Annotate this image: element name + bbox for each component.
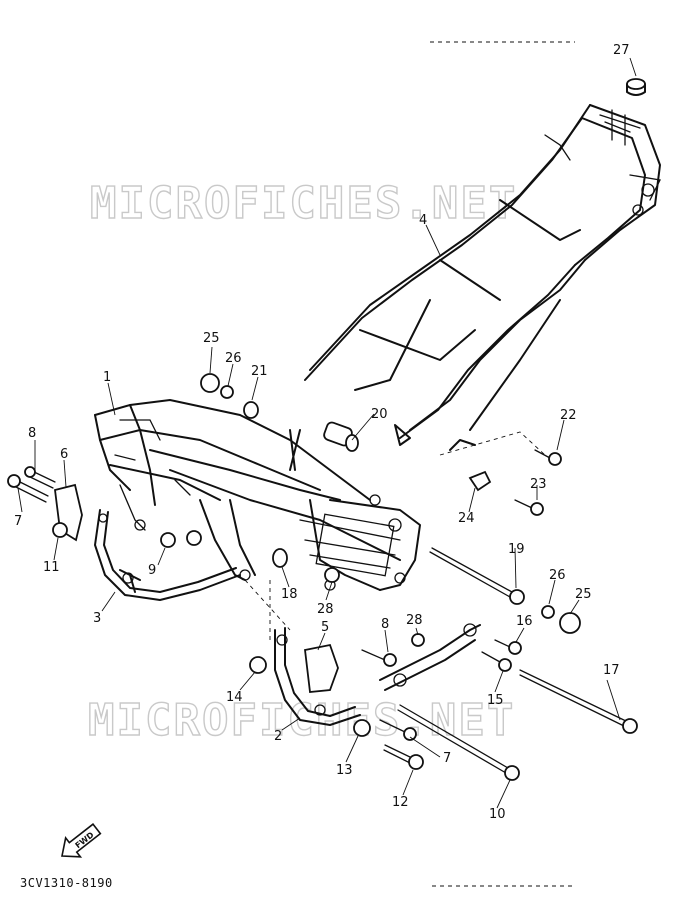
callout-20: 20 — [371, 407, 388, 422]
callout-15: 15 — [487, 693, 504, 708]
callout-28-right: 28 — [406, 613, 423, 628]
part-22-bolt — [534, 449, 562, 466]
callout-17: 17 — [603, 663, 620, 678]
part-20-bushing — [323, 421, 359, 452]
callout-18: 18 — [281, 587, 298, 602]
figure-code: 3CV1310-8190 — [20, 876, 113, 890]
callout-4: 4 — [419, 213, 427, 228]
part-11-nut — [52, 522, 68, 538]
part-9-nut-b — [186, 530, 202, 546]
callout-8-left: 8 — [28, 426, 36, 441]
callout-13: 13 — [336, 763, 353, 778]
part-4-rear-frame — [304, 104, 661, 451]
part-23-bolt — [514, 499, 544, 516]
callout-12: 12 — [392, 795, 409, 810]
callout-26-top: 26 — [225, 351, 242, 366]
callout-19: 19 — [508, 542, 525, 557]
part-5-plate — [304, 643, 339, 693]
part-27-cap — [626, 78, 646, 96]
callout-23: 23 — [530, 477, 547, 492]
part-25-damper-right — [559, 612, 581, 634]
callout-11: 11 — [43, 560, 60, 575]
callout-10: 10 — [489, 807, 506, 822]
part-8-bolt-right — [361, 649, 397, 667]
engine-mount-link — [379, 623, 481, 691]
callout-26-right: 26 — [549, 568, 566, 583]
part-12-bolt — [383, 744, 424, 770]
part-26-washer-top — [220, 385, 234, 399]
watermark-top: MICROFICHES.NET — [90, 178, 517, 229]
callout-21: 21 — [251, 364, 268, 379]
part-18-collar — [272, 548, 288, 568]
callout-25-top: 25 — [203, 331, 220, 346]
callout-8-right: 8 — [381, 617, 389, 632]
part-2-right-bracket — [274, 627, 361, 726]
callout-16: 16 — [516, 614, 533, 629]
guide-line-22 — [439, 431, 546, 456]
part-28-collar-center — [324, 567, 340, 583]
part-21-collar — [243, 401, 259, 419]
part-7-bolt-right — [379, 719, 417, 741]
part-8-bolt-left — [24, 466, 56, 489]
callout-2: 2 — [274, 729, 282, 744]
part-13-collar — [353, 719, 371, 737]
part-28-collar-right — [411, 633, 425, 647]
callout-7-right: 7 — [443, 751, 451, 766]
part-1-main-frame — [94, 399, 421, 591]
callout-6: 6 — [60, 447, 68, 462]
part-26-washer-right — [541, 605, 555, 619]
callout-22: 22 — [560, 408, 577, 423]
callout-9: 9 — [148, 563, 156, 578]
part-17-long-bolt — [519, 669, 638, 734]
part-9-nut-a — [160, 532, 176, 548]
callout-3: 3 — [93, 611, 101, 626]
part-3-left-bracket — [94, 509, 241, 601]
part-25-damper-top — [200, 373, 220, 393]
fwd-arrow-icon: FWD — [61, 823, 102, 858]
part-24-clip — [468, 470, 492, 492]
guide-line-5 — [244, 579, 291, 631]
callout-14: 14 — [226, 690, 243, 705]
leader-lines — [17, 57, 637, 809]
part-16-bolt — [494, 639, 522, 655]
callout-25-right: 25 — [575, 587, 592, 602]
part-14-collar — [249, 656, 267, 674]
callout-5: 5 — [321, 620, 329, 635]
part-19-long-bolt — [429, 547, 525, 605]
callout-7-left: 7 — [14, 514, 22, 529]
part-15-bolt — [481, 651, 512, 672]
callout-1: 1 — [103, 370, 111, 385]
callout-24: 24 — [458, 511, 475, 526]
callout-27: 27 — [613, 43, 630, 58]
part-7-bolt-left — [7, 474, 49, 503]
callout-28-center: 28 — [317, 602, 334, 617]
part-10-long-bolt — [397, 704, 520, 781]
